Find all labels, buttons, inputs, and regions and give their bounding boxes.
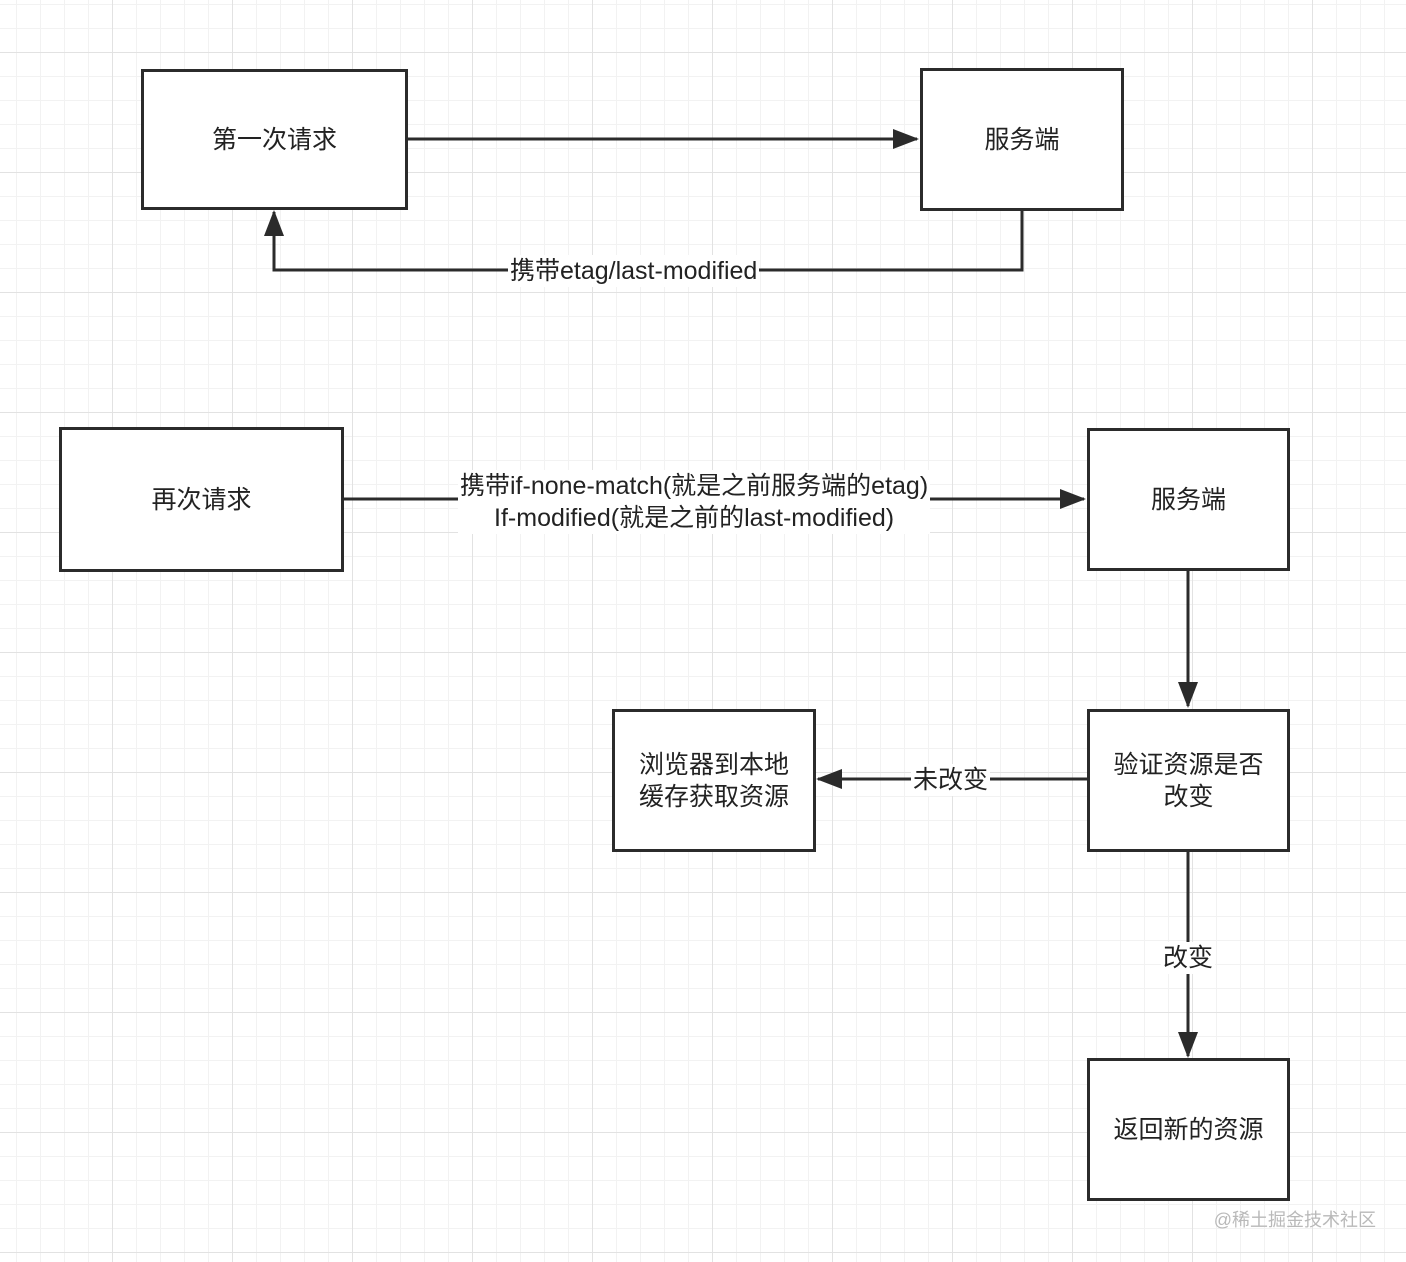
node-server-top: 服务端 [920, 68, 1124, 211]
node-return-new: 返回新的资源 [1087, 1058, 1290, 1201]
node-local-cache: 浏览器到本地 缓存获取资源 [612, 709, 816, 852]
node-server-top-label: 服务端 [984, 125, 1060, 154]
node-return-new-label: 返回新的资源 [1113, 1115, 1264, 1144]
edge-label-unchanged: 未改变 [911, 764, 991, 796]
node-server-bottom: 服务端 [1087, 428, 1290, 571]
node-server-bottom-label: 服务端 [1150, 485, 1226, 514]
node-verify-label: 验证资源是否 改变 [1113, 750, 1264, 811]
node-re-request-label: 再次请求 [151, 485, 252, 514]
node-verify: 验证资源是否 改变 [1087, 709, 1290, 852]
edge-label-changed: 改变 [1161, 942, 1216, 974]
edge-label-rerequest: 携带if-none-match(就是之前服务端的etag) If-modifie… [458, 470, 931, 534]
node-local-cache-label: 浏览器到本地 缓存获取资源 [638, 750, 789, 811]
watermark-text: @稀土掘金技术社区 [1213, 1210, 1376, 1230]
node-first-request-label: 第一次请求 [211, 125, 337, 154]
node-first-request: 第一次请求 [141, 69, 408, 210]
node-re-request: 再次请求 [59, 427, 344, 572]
edge-label-etag: 携带etag/last-modified [508, 255, 760, 287]
